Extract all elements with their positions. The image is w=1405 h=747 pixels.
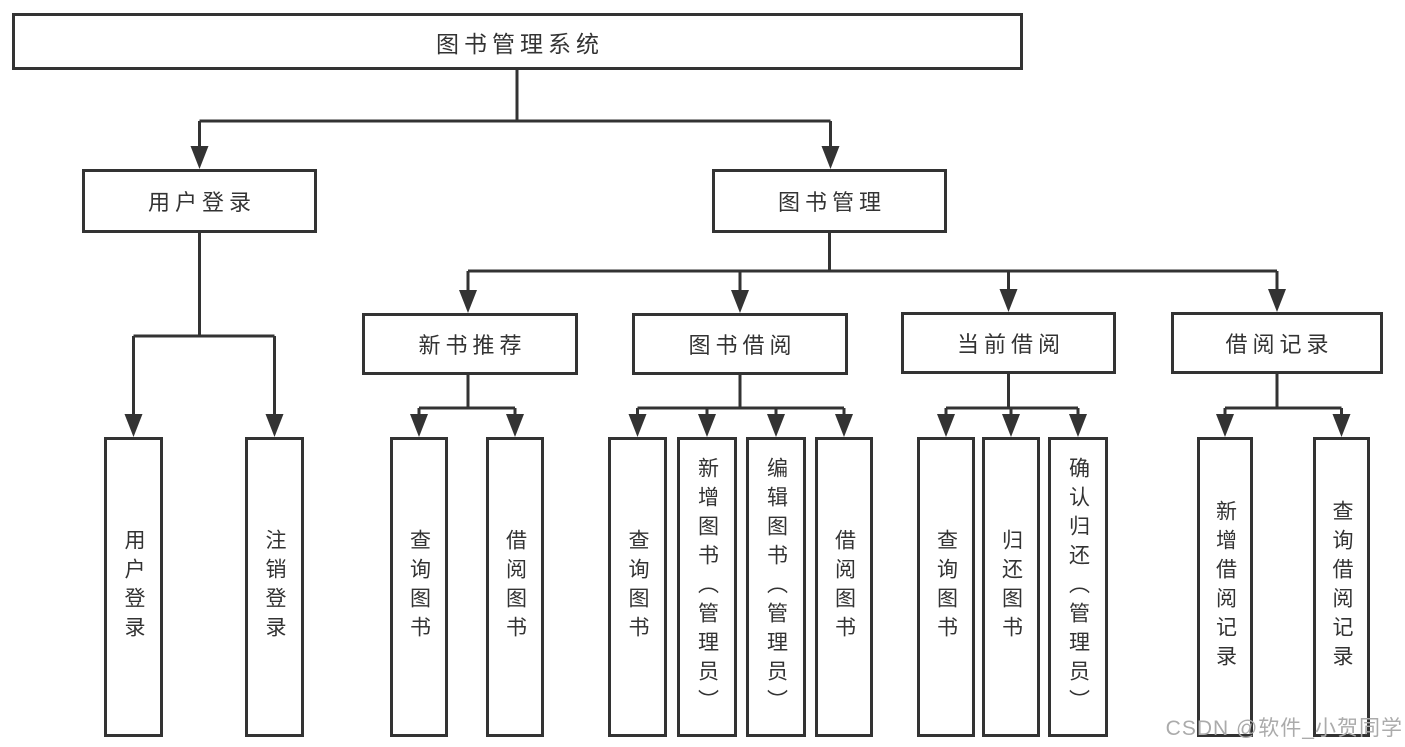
node-borrow-records: 借阅记录 [1171,312,1383,374]
node-user-login: 用户登录 [82,169,317,233]
leaf-borrow-books-recommend: 借阅图书 [486,437,544,737]
node-current-borrow: 当前借阅 [901,312,1116,374]
arrowhead-icon [190,146,209,169]
node-label: 编辑图书（管理员） [764,456,788,718]
node-label: 查询图书 [407,529,431,645]
arrowhead-icon [821,146,840,169]
node-label: 图书借阅 [688,333,797,358]
arrowhead-icon [1268,289,1286,312]
node-label: 当前借阅 [956,332,1065,357]
node-label: 用户登录 [122,529,145,645]
node-label: 归还图书 [999,529,1023,645]
node-label: 用户登录 [147,190,256,215]
node-library-system: 图书管理系统 [12,13,1023,70]
node-label: 确认归还（管理员） [1066,456,1090,718]
node-label: 注销登录 [263,529,286,645]
arrowhead-icon [731,290,749,313]
node-label: 借阅图书 [832,529,856,645]
leaf-user-login: 用户登录 [104,437,163,737]
connector-user-login-to-leaves [124,233,284,437]
node-label: 新增借阅记录 [1213,500,1237,674]
node-book-management: 图书管理 [712,169,947,233]
arrowhead-icon [1216,414,1234,437]
arrowhead-icon [835,414,853,437]
arrowhead-icon [410,414,428,437]
connector-book-borrow-to-leaves [628,375,853,437]
arrowhead-icon [265,414,284,437]
csdn-watermark: CSDN @软件_小贺同学 [1165,717,1403,740]
arrowhead-icon [1332,414,1351,437]
node-label: 借阅图书 [503,529,527,645]
leaf-query-books-recommend: 查询图书 [390,437,448,737]
node-label: 借阅记录 [1225,332,1334,357]
node-label: 图书管理系统 [436,30,604,57]
leaf-query-borrow-record: 查询借阅记录 [1313,437,1370,737]
leaf-add-borrow-record: 新增借阅记录 [1197,437,1253,737]
node-label: 查询图书 [934,529,958,645]
arrowhead-icon [999,289,1018,312]
connector-current-borrow-to-leaves [937,374,1087,437]
leaf-return-book: 归还图书 [982,437,1040,737]
arrowhead-icon [767,414,785,437]
arrowhead-icon [937,414,955,437]
arrowhead-icon [1002,414,1020,437]
node-label: 查询图书 [626,529,649,645]
leaf-borrow-books: 借阅图书 [815,437,873,737]
node-label: 图书管理 [777,190,886,215]
leaf-query-books-borrow: 查询图书 [608,437,667,737]
leaf-logout: 注销登录 [245,437,304,737]
connector-borrow-records-to-leaves [1216,374,1351,437]
node-label: 新增图书（管理员） [695,456,719,718]
leaf-add-book-admin: 新增图书（管理员） [677,437,737,737]
connector-root-to-level2 [190,70,840,169]
arrowhead-icon [698,414,716,437]
leaf-query-books-current: 查询图书 [917,437,975,737]
arrowhead-icon [1069,414,1087,437]
node-new-book-recommend: 新书推荐 [362,313,578,375]
node-book-borrow: 图书借阅 [632,313,848,375]
leaf-edit-book-admin: 编辑图书（管理员） [746,437,806,737]
arrowhead-icon [506,414,524,437]
arrowhead-icon [459,290,477,313]
connector-new-book-recommend-to-leaves [410,375,524,437]
arrowhead-icon [628,414,647,437]
connector-book-management-to-level3 [459,233,1286,313]
node-label: 新书推荐 [418,333,527,358]
arrowhead-icon [124,414,143,437]
node-label: 查询借阅记录 [1330,500,1353,674]
leaf-confirm-return-admin: 确认归还（管理员） [1048,437,1108,737]
